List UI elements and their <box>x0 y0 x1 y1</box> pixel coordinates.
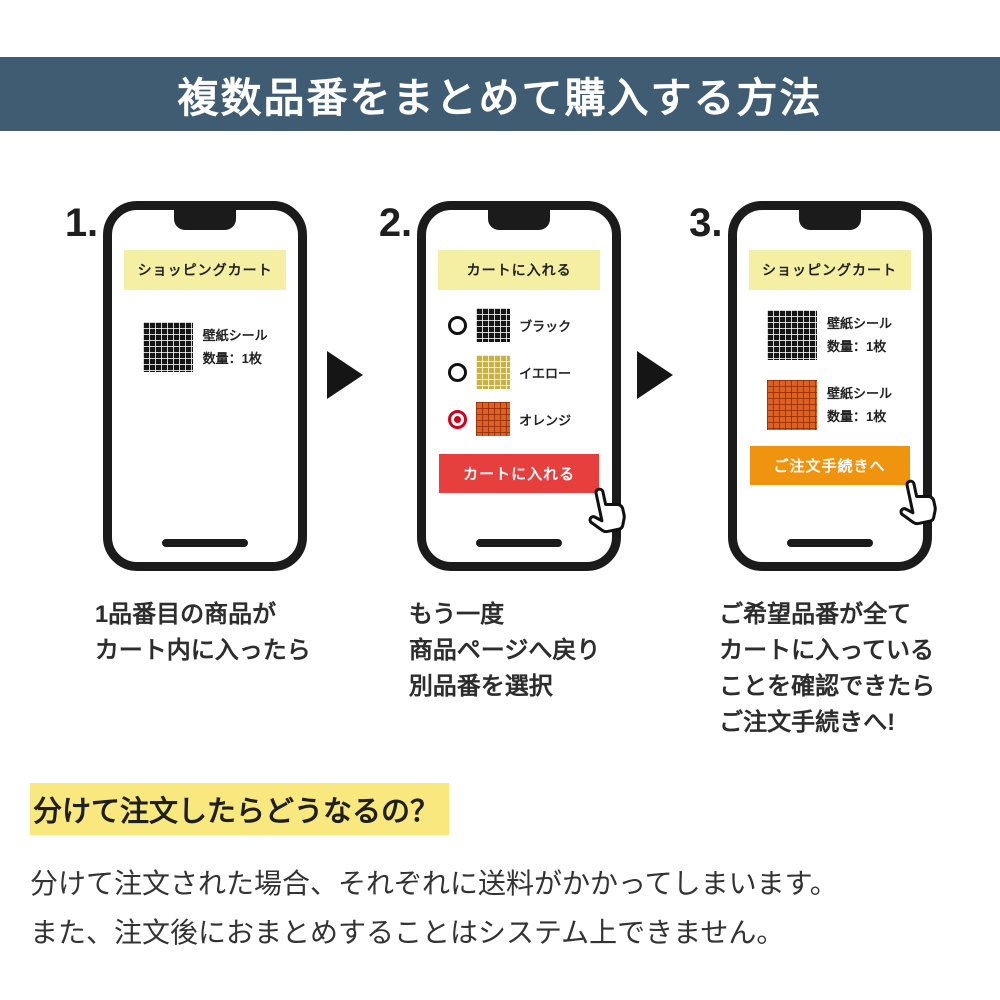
hand-cursor-icon <box>574 476 641 546</box>
add-to-cart-button[interactable]: カートに入れる <box>439 454 626 534</box>
product-qty: 数量：1枚 <box>827 409 887 424</box>
option-label: ブラック <box>519 318 572 334</box>
step-2: 2. カートに入れる ブラック イエロー <box>378 201 626 705</box>
phone-notch <box>798 209 861 230</box>
radio-selected-icon[interactable] <box>448 409 468 429</box>
caption-line: 別品番を選択 <box>408 673 553 700</box>
step-3-top: 3. ショッピングカート 壁紙シール 数量：1枚 壁紙シール <box>689 201 937 571</box>
arrow-right-icon <box>326 351 363 399</box>
step-1-number: 1. <box>64 201 99 245</box>
step-2-number: 2. <box>378 201 413 245</box>
color-option-orange[interactable]: オレンジ <box>448 402 612 436</box>
phone-step-2: カートに入れる ブラック イエロー <box>417 201 626 571</box>
phone-step-3: ショッピングカート 壁紙シール 数量：1枚 壁紙シール 数量：1枚 <box>727 201 937 571</box>
phone-home-indicator <box>786 539 873 547</box>
step-1-top: 1. ショッピングカート 壁紙シール 数量：1枚 <box>65 201 311 571</box>
caption-line: ご注文手続きへ! <box>719 709 896 736</box>
yellow-grid-swatch <box>476 355 511 389</box>
cart-item: 壁紙シール 数量：1枚 <box>737 380 923 430</box>
infographic-page: 複数品番をまとめて購入する方法 1. ショッピングカート 壁紙シール 数量：1枚 <box>0 57 1000 957</box>
step-3: 3. ショッピングカート 壁紙シール 数量：1枚 壁紙シール <box>689 201 937 741</box>
radio-unselected-icon[interactable] <box>448 315 468 335</box>
banner: 複数品番をまとめて購入する方法 <box>0 57 1000 131</box>
step-2-caption: もう一度 商品ページへ戻り 別品番を選択 <box>409 597 621 705</box>
checkout-button[interactable]: ご注文手続きへ <box>749 446 937 526</box>
banner-title: 複数品番をまとめて購入する方法 <box>177 75 823 121</box>
color-option-yellow[interactable]: イエロー <box>448 355 612 389</box>
phone-step-1: ショッピングカート 壁紙シール 数量：1枚 <box>103 201 308 571</box>
step-2-top: 2. カートに入れる ブラック イエロー <box>378 201 626 571</box>
cart-header: ショッピングカート <box>124 250 287 290</box>
button-label: カートに入れる <box>463 466 576 483</box>
hand-cursor-icon <box>884 468 951 538</box>
caption-line: カート内に入ったら <box>94 637 311 664</box>
step-1: 1. ショッピングカート 壁紙シール 数量：1枚 1品番目の商品が <box>65 201 311 669</box>
cart-item: 壁紙シール 数量：1枚 <box>112 322 298 372</box>
phone-home-indicator <box>162 539 249 547</box>
steps-row: 1. ショッピングカート 壁紙シール 数量：1枚 1品番目の商品が <box>0 201 1000 741</box>
caption-line: カートに入っている <box>719 637 934 664</box>
button-label: ご注文手続きへ <box>773 458 886 475</box>
faq-body-line: 分けて注文された場合、それぞれに送料がかかってしまいます。 <box>30 868 838 899</box>
step-1-caption: 1品番目の商品が カート内に入ったら <box>95 597 311 669</box>
step-3-caption: ご希望品番が全て カートに入っている ことを確認できたら ご注文手続きへ! <box>719 597 935 741</box>
arrow-right-icon <box>637 351 674 399</box>
radio-unselected-icon[interactable] <box>448 362 468 382</box>
orange-grid-swatch <box>476 402 511 436</box>
caption-line: もう一度 <box>408 601 505 628</box>
product-name: 壁紙シール <box>827 385 893 401</box>
product-name: 壁紙シール <box>202 327 268 343</box>
faq-body: 分けて注文された場合、それぞれに送料がかかってしまいます。 また、注文後におまと… <box>30 859 1000 957</box>
faq-body-line: また、注文後におまとめすることはシステム上できません。 <box>30 917 785 948</box>
color-option-black[interactable]: ブラック <box>448 308 612 342</box>
black-grid-swatch <box>767 310 818 360</box>
black-grid-swatch <box>142 322 193 372</box>
faq-heading: 分けて注文したらどうなるの？ <box>30 783 450 835</box>
black-grid-swatch <box>476 308 511 342</box>
color-options: ブラック イエロー オレンジ <box>448 308 612 436</box>
orange-grid-swatch <box>767 380 818 430</box>
product-qty: 数量：1枚 <box>827 339 887 354</box>
step-3-number: 3. <box>689 201 723 245</box>
option-label: オレンジ <box>519 412 572 428</box>
product-name: 壁紙シール <box>827 315 893 331</box>
faq-section: 分けて注文したらどうなるの？ 分けて注文された場合、それぞれに送料がかかってしま… <box>30 783 1000 957</box>
cart-header: ショッピングカート <box>748 250 911 290</box>
cart-item: 壁紙シール 数量：1枚 <box>737 310 923 360</box>
caption-line: 1品番目の商品が <box>94 601 277 628</box>
add-to-cart-header: カートに入れる <box>438 250 601 290</box>
caption-line: ご希望品番が全て <box>719 601 912 628</box>
option-label: イエロー <box>519 365 572 381</box>
product-qty: 数量：1枚 <box>202 351 262 366</box>
caption-line: ことを確認できたら <box>719 673 936 700</box>
phone-notch <box>174 209 237 230</box>
phone-notch <box>488 209 551 230</box>
phone-home-indicator <box>476 539 563 547</box>
caption-line: 商品ページへ戻り <box>408 637 601 664</box>
